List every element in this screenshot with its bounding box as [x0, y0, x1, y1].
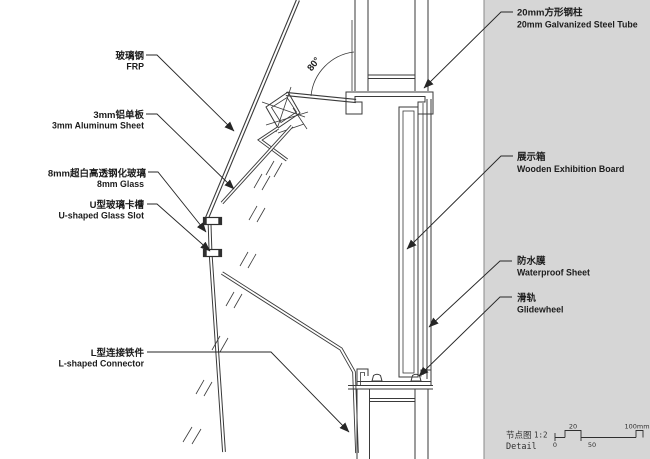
label-l-connector-zh: L型连接铁件: [91, 347, 145, 359]
leader-lines: [146, 11, 513, 433]
frp-panel-line: [205, 0, 300, 219]
label-glidewheel-en: Glidewheel: [517, 305, 563, 315]
steel-tube-column-bottom: [356, 389, 429, 459]
label-steel-tube-zh: 20mm方形钢柱: [517, 7, 583, 19]
glide-rail-top: [345, 91, 434, 115]
label-glidewheel-zh: 滑轨: [517, 292, 537, 304]
glass-slot: [202, 216, 223, 258]
leader-glass: [148, 171, 207, 233]
label-glass-slot-en: U-shaped Glass Slot: [58, 211, 144, 221]
leader-frp: [146, 54, 235, 132]
label-exhibition-board-en: Wooden Exhibition Board: [517, 164, 624, 174]
scale-tick-50: 50: [588, 441, 596, 449]
scale-bar: 0 20 50 100mm: [553, 423, 650, 450]
wall-panel: [483, 0, 650, 459]
label-frp-zh: 玻璃钢: [115, 50, 144, 62]
label-frp-en: FRP: [126, 62, 144, 72]
label-l-connector-en: L-shaped Connector: [58, 359, 144, 369]
scale-tick-100: 100mm: [624, 423, 649, 431]
label-glass-slot-zh: U型玻璃卡槽: [90, 199, 145, 211]
leader-waterproof: [428, 260, 512, 328]
label-aluminum-en: 3mm Aluminum Sheet: [52, 121, 144, 131]
glide-rail-bottom: [348, 368, 433, 390]
leader-l-connector: [147, 351, 350, 433]
leader-exhibition-board: [406, 155, 513, 250]
scale-tick-20: 20: [569, 423, 577, 431]
glidewheel-left: [371, 373, 383, 382]
aluminum-sheet-assembly: [220, 86, 357, 205]
label-glass-zh: 8mm超白高透钢化玻璃: [48, 168, 147, 180]
leader-glass-slot: [147, 203, 211, 252]
drawing-scale: 1:2: [534, 431, 548, 440]
lower-aluminum-panel: [221, 271, 359, 454]
label-steel-tube-en: 20mm Galvanized Steel Tube: [517, 20, 638, 30]
title-block: 节点图 1:2 Detail 0 20 50 100mm: [506, 423, 650, 453]
label-aluminum-zh: 3mm铝单板: [93, 109, 144, 121]
glass-hatch-marks: [182, 160, 283, 445]
scale-tick-0: 0: [553, 441, 557, 449]
label-glass-en: 8mm Glass: [97, 179, 144, 189]
drawing-title-zh: 节点图: [506, 431, 532, 441]
steel-tube-column-top: [351, 0, 429, 91]
label-waterproof-en: Waterproof Sheet: [517, 268, 590, 278]
leader-aluminum-sheet: [146, 113, 235, 190]
label-exhibition-board-zh: 展示箱: [517, 151, 546, 163]
labels-left: 玻璃钢 FRP 3mm铝单板 3mm Aluminum Sheet 8mm超白高…: [48, 50, 147, 369]
leader-steel-tube: [423, 11, 513, 89]
drawing-title-en: Detail: [506, 442, 537, 452]
label-waterproof-zh: 防水膜: [517, 255, 546, 267]
labels-right: 20mm方形钢柱 20mm Galvanized Steel Tube 展示箱 …: [517, 7, 638, 315]
leader-glidewheel: [418, 296, 512, 377]
waterproof-sheet-lines: [422, 99, 432, 386]
